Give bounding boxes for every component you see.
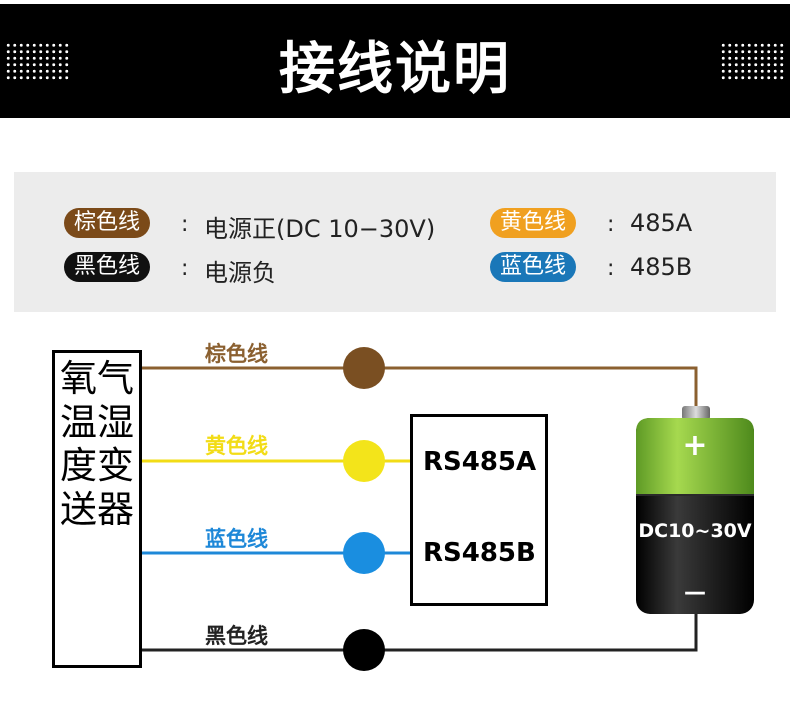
wire-label-yellow: 黄色线 bbox=[205, 434, 268, 458]
transmitter-device: 氧气温湿度变送器 bbox=[52, 350, 142, 668]
legend-colon: : bbox=[181, 256, 189, 281]
wire-legend: 棕色线 : 电源正(DC 10−30V) 黄色线 : 485A 黑色线 : 电源… bbox=[14, 172, 776, 312]
node-yellow bbox=[343, 440, 385, 482]
wire-label-blue: 蓝色线 bbox=[205, 527, 268, 551]
battery-minus-sign: — bbox=[684, 580, 706, 605]
legend-colon: : bbox=[607, 212, 615, 237]
legend-pill-blue: 蓝色线 bbox=[490, 252, 577, 282]
dot-pattern-left bbox=[5, 42, 71, 82]
wire-brown bbox=[142, 366, 698, 410]
wire-black bbox=[142, 612, 698, 652]
rs485a-label: RS485A bbox=[423, 447, 537, 477]
node-brown bbox=[343, 347, 385, 389]
legend-colon: : bbox=[607, 256, 615, 281]
rs485b-label: RS485B bbox=[423, 538, 536, 568]
legend-pill-brown: 棕色线 bbox=[64, 208, 151, 238]
legend-desc-yellow: 485A bbox=[630, 209, 693, 237]
battery-plus-sign: + bbox=[682, 428, 708, 463]
rs485-terminal-box: RS485A RS485B bbox=[410, 414, 548, 606]
device-name: 氧气温湿度变送器 bbox=[60, 357, 134, 531]
battery-voltage-label: DC10~30V bbox=[638, 520, 752, 542]
legend-pill-black: 黑色线 bbox=[64, 252, 151, 282]
wire-label-brown: 棕色线 bbox=[205, 342, 268, 366]
header-banner: 接线说明 bbox=[0, 0, 790, 118]
page-title: 接线说明 bbox=[279, 37, 511, 102]
battery-icon bbox=[636, 406, 754, 614]
wire-label-black: 黑色线 bbox=[205, 624, 268, 648]
legend-colon: : bbox=[181, 212, 189, 237]
node-blue bbox=[343, 532, 385, 574]
legend-desc-black: 电源负 bbox=[204, 259, 276, 287]
legend-pill-yellow: 黄色线 bbox=[490, 208, 577, 238]
node-black bbox=[343, 629, 385, 671]
legend-desc-blue: 485B bbox=[630, 253, 693, 281]
legend-desc-brown: 电源正(DC 10−30V) bbox=[204, 215, 436, 243]
dot-pattern-right bbox=[720, 42, 786, 82]
